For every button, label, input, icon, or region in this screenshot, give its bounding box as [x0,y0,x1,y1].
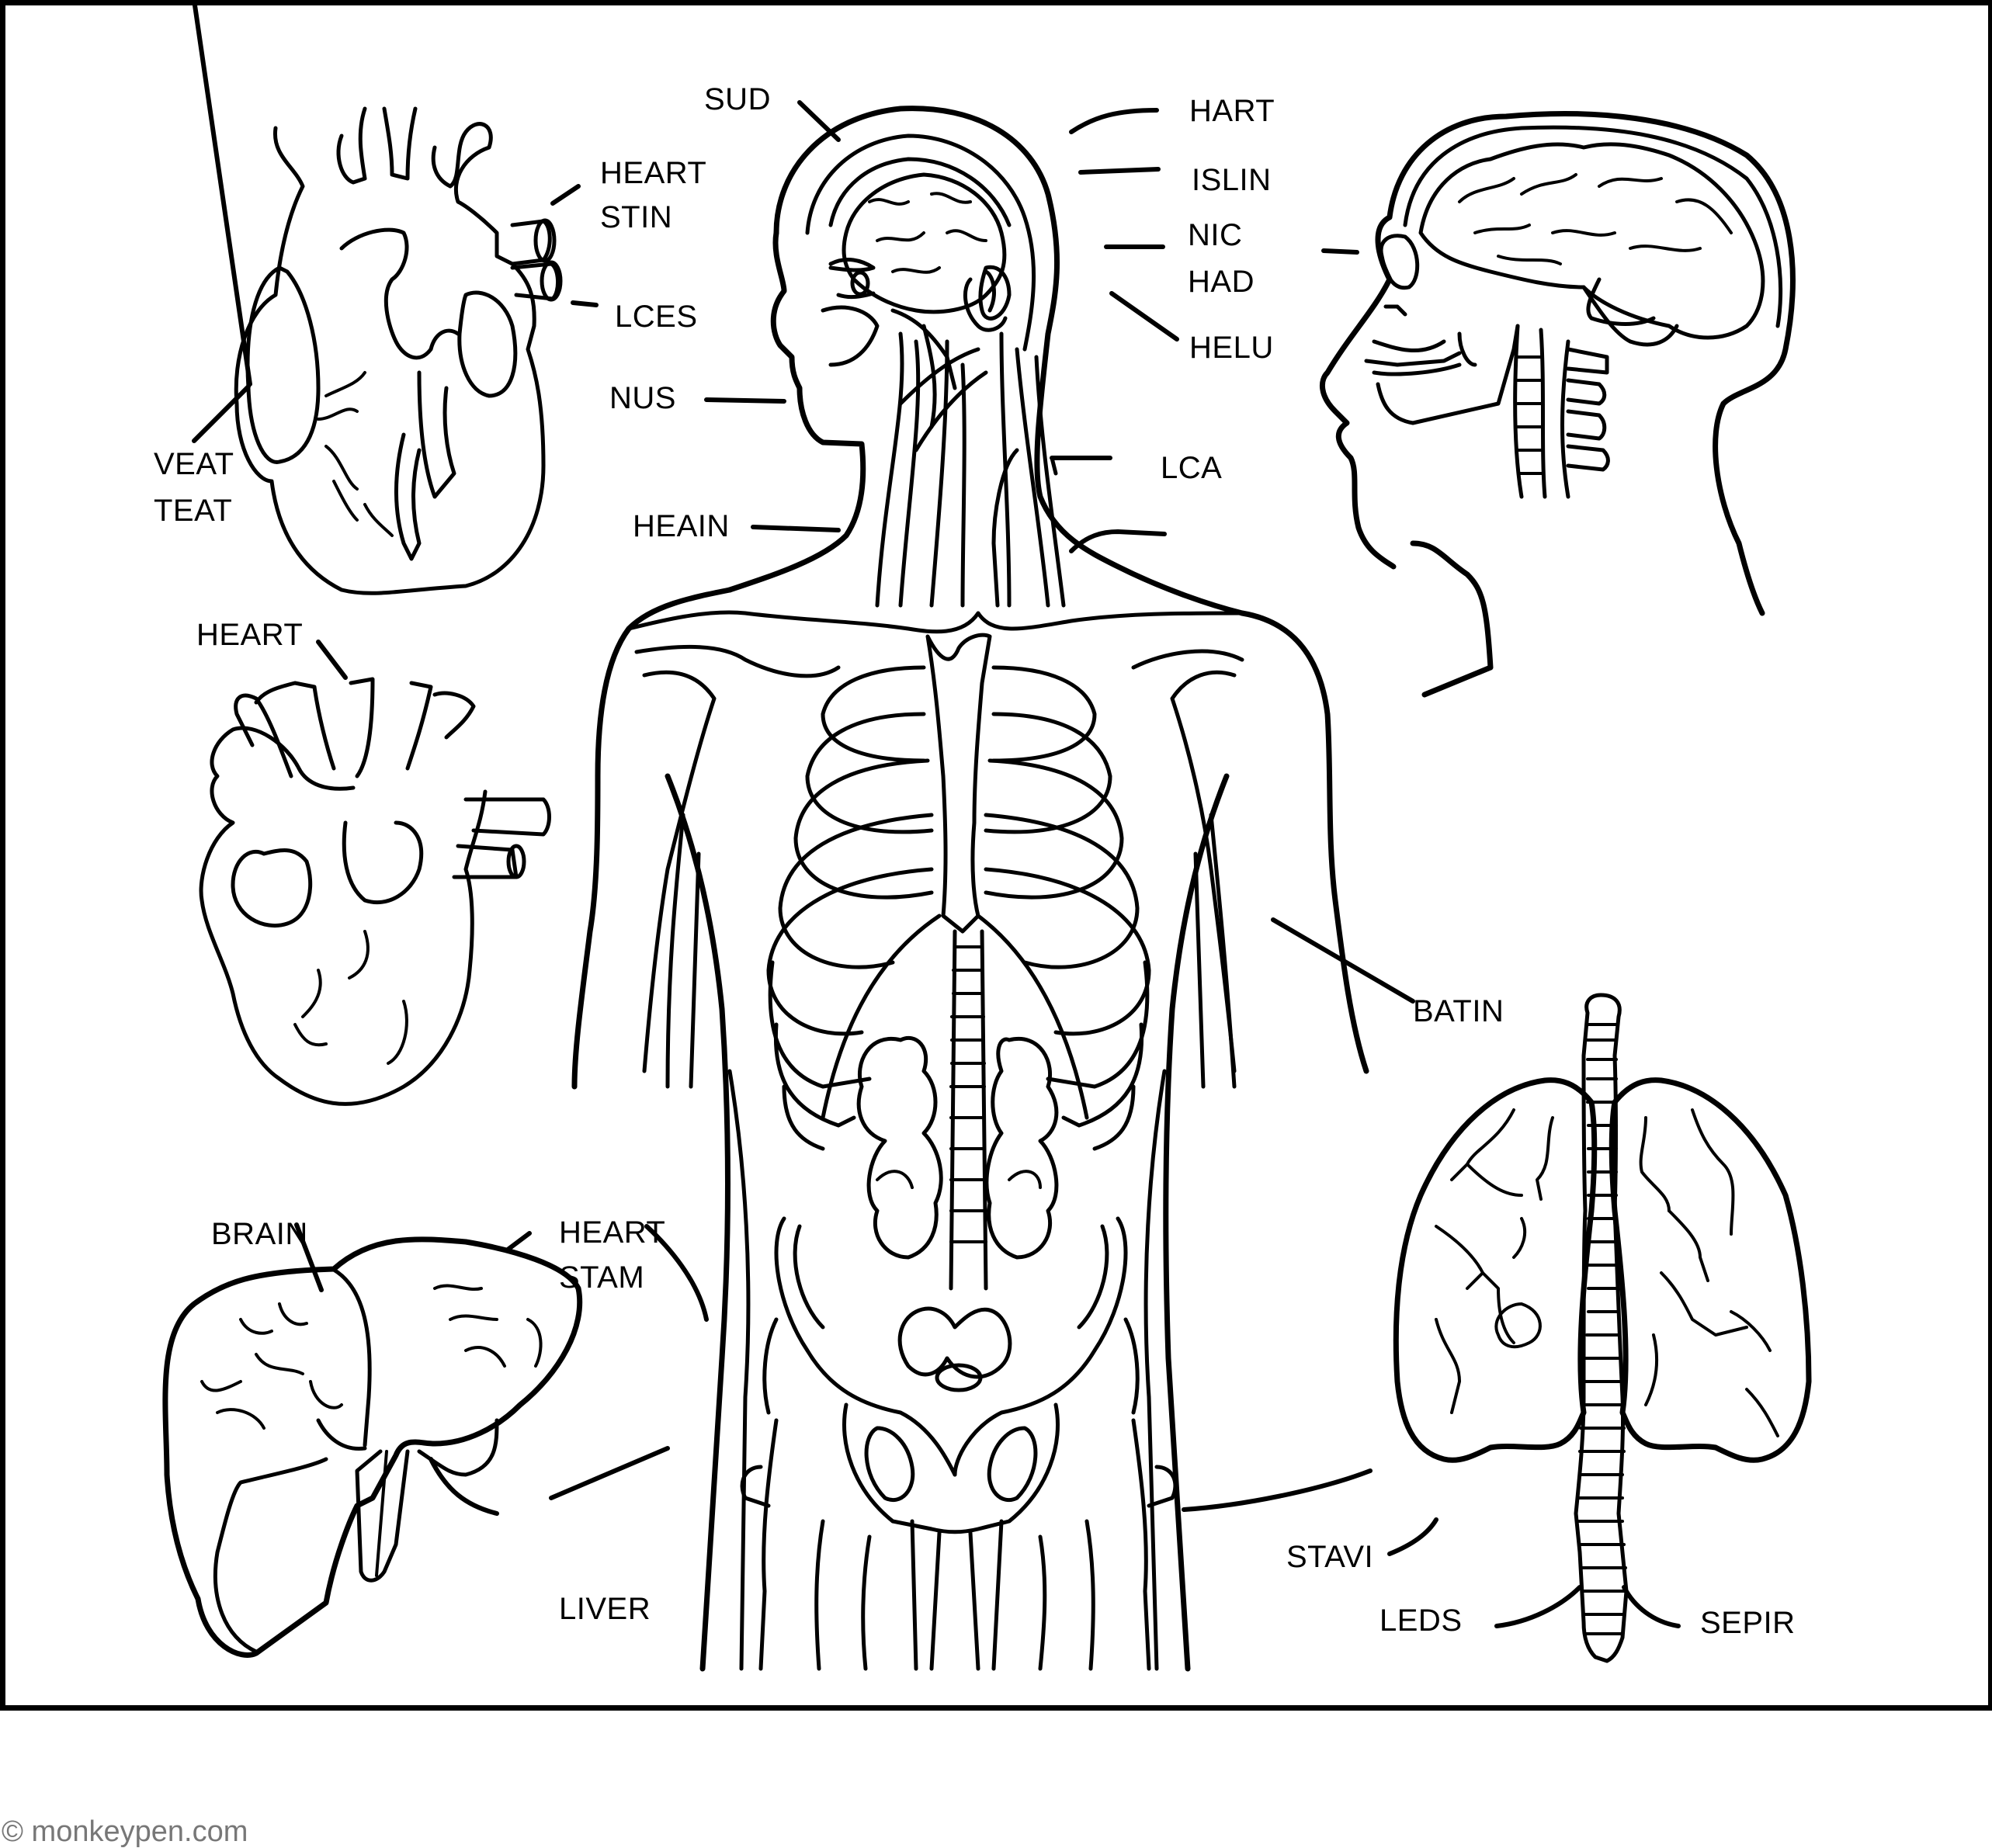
label-lca: LCA [1161,451,1223,485]
liver-illustration-bottom-left [162,1236,583,1658]
lungs-trachea-illustration [1393,993,1812,1663]
leader-hart [1069,108,1159,134]
heart-illustration-middle-left [199,677,551,1106]
leader-unlabeled [1069,529,1167,553]
leader-liver-b [549,1446,670,1500]
label-leds: LEDS [1379,1604,1463,1638]
label-heart-stin-line1: HEART [600,156,707,190]
label-hart: HART [1189,94,1275,128]
leader-islin [1078,167,1161,175]
label-sepir: SEPIR [1700,1606,1796,1640]
leader-nic-had-right [1321,248,1359,255]
leader-liver-a [429,1457,499,1516]
human-torso-illustration [571,106,1369,1672]
label-heart-stam-line2: STAM [559,1260,645,1295]
label-batin: BATIN [1413,994,1504,1028]
leader-helu [1109,291,1179,342]
leader-leds [1494,1585,1582,1628]
label-heain: HEAIN [633,509,730,543]
label-lces: LCES [615,300,698,334]
label-nic-had-line1: NIC [1188,218,1243,252]
leader-stavi [1387,1517,1438,1556]
label-helu: HELU [1189,331,1274,365]
label-heart-stin-line2: STIN [600,200,673,234]
label-veat-teat-line2: TEAT [154,494,233,528]
label-stavi: STAVI [1286,1540,1374,1574]
leader-batin [1271,917,1415,1004]
label-islin: ISLIN [1192,163,1272,197]
label-nus: NUS [609,381,676,415]
copyright-text: © monkeypen.com [2,1815,248,1848]
leader-brain [294,1222,324,1292]
head-skull-brain-illustration [1319,111,1796,698]
label-brain: BRAIN [211,1217,308,1251]
leader-stavi-torso [1182,1468,1373,1512]
leader-sud [797,100,841,142]
leader-sepir [1622,1585,1681,1628]
label-nic-had-line2: HAD [1188,265,1255,299]
label-liver: LIVER [559,1592,651,1626]
label-heart: HEART [196,618,304,652]
leader-heart [316,640,348,680]
leader-lces [571,300,599,307]
label-heart-stam-line1: HEART [559,1215,666,1250]
label-sud: SUD [704,82,771,116]
leader-heart-stam-a [505,1231,532,1252]
leader-heain [751,525,841,532]
heart-illustration-top-left [234,106,563,595]
label-veat-teat-line1: VEAT [154,447,234,481]
leader-heart-stin [550,184,581,206]
leader-veat-teat [192,0,252,387]
leader-heart-stam-b [644,1224,709,1322]
leader-nus [704,397,786,404]
